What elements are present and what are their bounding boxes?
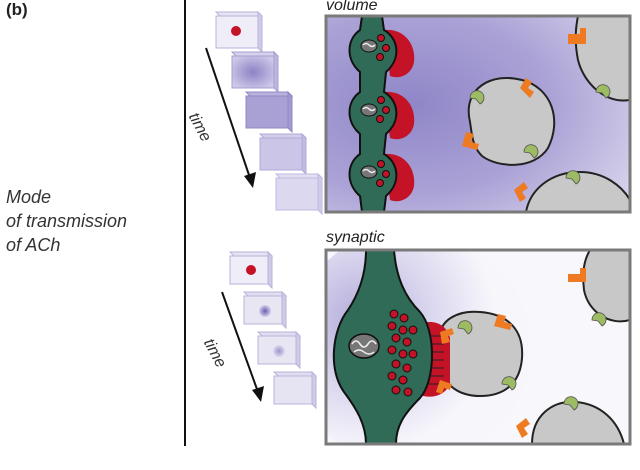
side-text-line-3: of ACh — [6, 235, 61, 255]
receptor-icon — [462, 28, 586, 202]
side-text-line-2: of transmission — [6, 211, 128, 231]
arrow-icon — [205, 47, 256, 188]
panel-label: (b) — [6, 0, 28, 19]
cube-icon — [230, 50, 280, 94]
cube-icon — [258, 132, 308, 176]
volume-cube-sequence — [205, 10, 324, 216]
cube-icon — [272, 370, 318, 410]
mitochondrion-icon — [360, 39, 378, 179]
receptor-icon — [436, 268, 586, 438]
cube-icon — [274, 172, 324, 216]
enzyme-icon — [457, 312, 607, 411]
cube-icon — [244, 90, 294, 134]
cube-icon — [256, 330, 302, 370]
synaptic-cube-sequence — [221, 250, 318, 410]
mitochondrion-icon — [348, 333, 380, 359]
enzyme-icon — [469, 84, 611, 185]
divider-line — [184, 0, 186, 446]
volume-panel-title: volume — [326, 0, 378, 14]
cube-icon — [242, 290, 288, 330]
synaptic-panel-title: synaptic — [326, 229, 385, 246]
arrow-icon — [221, 291, 264, 402]
cube-icon — [214, 10, 264, 54]
volume-panel — [324, 14, 632, 214]
side-text-line-1: Mode — [6, 187, 52, 207]
vesicle-icon — [376, 34, 390, 187]
synaptic-panel — [324, 248, 632, 446]
vesicle-icon — [387, 309, 418, 397]
cube-icon — [228, 250, 274, 290]
